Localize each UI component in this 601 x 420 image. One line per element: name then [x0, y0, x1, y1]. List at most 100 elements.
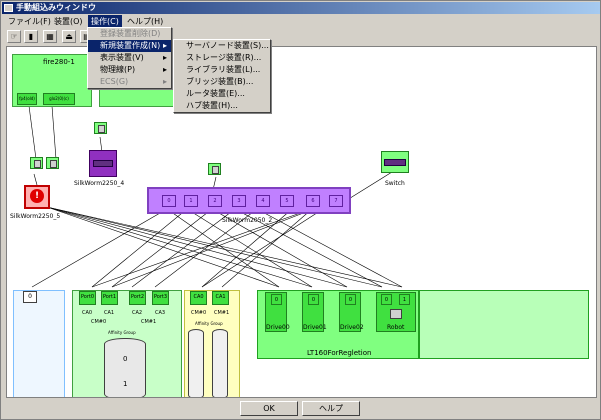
drive-00[interactable]: 0 Drive00: [265, 292, 290, 332]
storage2-ca-0: CA0: [82, 310, 93, 316]
op-menu-physical-line[interactable]: 物理線(P) ▸: [88, 64, 171, 76]
storage3-disk-b[interactable]: [212, 329, 228, 397]
ok-button[interactable]: OK: [240, 401, 298, 416]
switch-icon[interactable]: [381, 151, 409, 173]
help-button[interactable]: ヘルプ: [302, 401, 360, 416]
switch-port-5[interactable]: 5: [280, 195, 294, 207]
storage3-ca-0[interactable]: CA0: [190, 291, 207, 305]
switch-port-4[interactable]: 4: [256, 195, 270, 207]
switch-main-label: SilkWorm2050_2: [222, 217, 273, 224]
window-title: 手動組込みウィンドウ: [16, 3, 96, 12]
op-menu-display-device-label: 表示装置(V): [100, 53, 144, 62]
eject-icon[interactable]: ⏏: [62, 30, 76, 43]
new-device-submenu: サーバノード装置(S)... ストレージ装置(R)... ライブラリ装置(L).…: [173, 39, 271, 113]
robot-icon: [390, 309, 402, 319]
storage2-ca-3: CA3: [155, 310, 166, 316]
drive00-port[interactable]: 0: [271, 294, 282, 305]
server-port-0[interactable]: fp4(old): [17, 93, 37, 105]
hba-icon[interactable]: [208, 163, 221, 175]
op-menu-ecs-label: ECS(G): [100, 77, 129, 86]
submenu-bridge[interactable]: ブリッジ装置(B)...: [186, 77, 254, 86]
storage2-ca-1: CA1: [104, 310, 115, 316]
robot[interactable]: 0 1 Robot: [376, 292, 416, 332]
storage3-disk-a[interactable]: [188, 329, 204, 397]
library-name: LT160ForRegletion: [307, 349, 372, 357]
switch-label: Switch: [385, 180, 405, 187]
storage3-ca-1[interactable]: CA1: [212, 291, 229, 305]
submenu-hub[interactable]: ハブ装置(H)...: [186, 101, 238, 110]
switch-sw4-icon[interactable]: [89, 150, 117, 177]
storage2-cm-0: CM#0: [91, 319, 107, 325]
switch-sw5-label: SilkWorm2250_5: [10, 213, 61, 220]
hand-icon[interactable]: ☞: [7, 30, 21, 43]
switch-port-6[interactable]: 6: [306, 195, 320, 207]
storage-3[interactable]: CA0 CA1 CM#0 CM#1 Affinity Group: [184, 290, 240, 397]
library[interactable]: 0 Drive00 0 Drive01 0 Drive02 0 1 Robot …: [257, 290, 419, 359]
storage1-port-0[interactable]: 0: [23, 291, 37, 303]
storage-2[interactable]: Port0 Port1 Port2 Port3 CA0 CA1 CA2 CA3 …: [72, 290, 182, 397]
drive02-label: Drive02: [340, 324, 364, 331]
switch-sw5-icon[interactable]: !: [24, 185, 50, 209]
error-icon: !: [30, 189, 44, 203]
topology-canvas[interactable]: fire280-1 fp4(old) glo2(0)(c) SilkWorm22…: [6, 46, 597, 398]
menu-operation[interactable]: 操作(C): [88, 15, 122, 28]
drive-01[interactable]: 0 Drive01: [302, 292, 327, 332]
switch-port-3[interactable]: 3: [232, 195, 246, 207]
drive01-port[interactable]: 0: [308, 294, 319, 305]
connection-lines: [28, 105, 403, 288]
server-name: fire280-1: [43, 58, 75, 66]
op-menu-new-device-label: 新規装置作成(N): [100, 41, 161, 50]
menu-bar: ファイル(F) 装置(O) 操作(C) ヘルプ(H): [2, 15, 600, 28]
switch-main[interactable]: 0 1 2 3 4 5 6 7: [147, 187, 351, 214]
library-extension: [419, 290, 589, 359]
menu-device[interactable]: 装置(O): [54, 17, 83, 26]
storage2-port-3[interactable]: Port3: [152, 291, 169, 305]
switch-port-2[interactable]: 2: [208, 195, 222, 207]
trash-icon[interactable]: ▮: [24, 30, 38, 43]
storage2-ca-2: CA2: [132, 310, 143, 316]
op-menu-delete-device[interactable]: 登録装置削除(D): [100, 29, 161, 38]
robot-port-0[interactable]: 0: [381, 294, 392, 305]
op-menu-ecs[interactable]: ECS(G) ▸: [88, 76, 171, 88]
submenu-arrow-icon: ▸: [162, 41, 167, 50]
switch-port-1[interactable]: 1: [184, 195, 198, 207]
menu-file[interactable]: ファイル(F): [8, 17, 51, 26]
drive02-port[interactable]: 0: [345, 294, 356, 305]
storage2-port-1[interactable]: Port1: [101, 291, 118, 305]
submenu-arrow-icon: ▸: [162, 53, 167, 62]
storage-1[interactable]: 0: [13, 290, 65, 397]
switch-port-7[interactable]: 7: [329, 195, 343, 207]
drive-02[interactable]: 0 Drive02: [339, 292, 364, 332]
hba-icon[interactable]: [46, 157, 59, 169]
storage3-cm-1: CM#1: [214, 310, 230, 316]
server-port-1[interactable]: glo2(0)(c): [43, 93, 75, 105]
switch-port-0[interactable]: 0: [162, 195, 176, 207]
op-menu-display-device[interactable]: 表示装置(V) ▸: [88, 52, 171, 64]
title-bar: 手動組込みウィンドウ: [2, 2, 600, 14]
grid-icon[interactable]: ▦: [43, 30, 57, 43]
submenu-server-node[interactable]: サーバノード装置(S)...: [186, 41, 269, 50]
storage2-disk-1: 1: [123, 380, 128, 388]
submenu-storage[interactable]: ストレージ装置(R)...: [186, 53, 262, 62]
hba-icon[interactable]: [30, 157, 43, 169]
op-menu-new-device[interactable]: 新規装置作成(N)▸: [88, 40, 171, 52]
submenu-arrow-icon: ▸: [162, 77, 167, 86]
submenu-library[interactable]: ライブラリ装置(L)...: [186, 65, 261, 74]
storage2-port-0[interactable]: Port0: [79, 291, 96, 305]
storage3-cm-0: CM#0: [191, 310, 207, 316]
storage2-affinity: Affinity Group: [108, 330, 136, 335]
submenu-router[interactable]: ルータ装置(E)...: [186, 89, 245, 98]
storage2-disk[interactable]: 0 1: [104, 338, 146, 397]
window-icon: [4, 4, 13, 12]
hba-icon[interactable]: [94, 122, 107, 134]
menu-help[interactable]: ヘルプ(H): [127, 17, 164, 26]
op-menu-physical-line-label: 物理線(P): [100, 65, 136, 74]
robot-port-1[interactable]: 1: [399, 294, 410, 305]
drive01-label: Drive01: [303, 324, 327, 331]
submenu-arrow-icon: ▸: [162, 65, 167, 74]
storage2-cm-1: CM#1: [141, 319, 157, 325]
switch-sw4-label: SilkWorm2250_4: [74, 180, 125, 187]
storage2-port-2[interactable]: Port2: [129, 291, 146, 305]
server-node[interactable]: fire280-1 fp4(old) glo2(0)(c): [12, 54, 92, 107]
drive00-label: Drive00: [266, 324, 290, 331]
